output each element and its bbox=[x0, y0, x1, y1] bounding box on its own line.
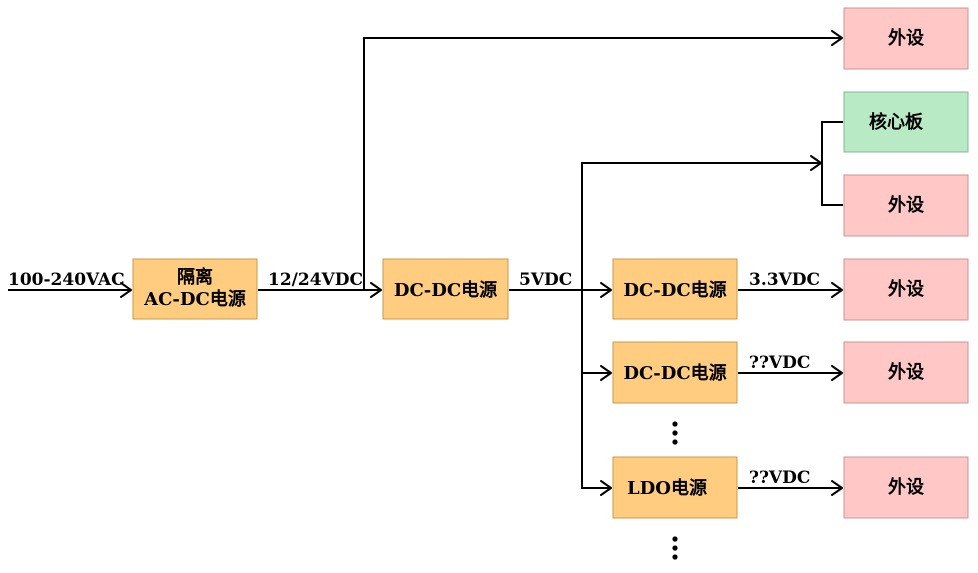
core-board-box: 核心板 bbox=[843, 91, 969, 153]
isolated-ac-dc-box: 隔离 AC-DC电源 bbox=[132, 258, 258, 320]
out-xx1-arrow bbox=[831, 365, 843, 381]
input-arrow bbox=[120, 282, 132, 298]
ldo-box: LDO电源 bbox=[612, 456, 738, 519]
out-xx2-arrow bbox=[831, 480, 843, 496]
dcdc-main-label: DC-DC电源 bbox=[394, 279, 497, 301]
out-xx2-label: ??VDC bbox=[749, 468, 810, 488]
peripheral-label-2: 外设 bbox=[888, 194, 924, 216]
bus-12-24-arrow bbox=[370, 282, 382, 298]
peripheral-box-2: 外设 bbox=[843, 174, 969, 237]
out-3v3-arrow bbox=[831, 282, 843, 298]
dcdc-3v3-box: DC-DC电源 bbox=[612, 258, 738, 320]
branch-5v-dcdc-xx-arrow bbox=[600, 365, 612, 381]
peripheral-box-5: 外设 bbox=[843, 456, 969, 519]
dcdc-xx-label: DC-DC电源 bbox=[623, 362, 726, 384]
branch-5v-ldo-arrow bbox=[600, 480, 612, 496]
peripheral-label-3: 外设 bbox=[888, 278, 924, 300]
peripheral-label-4: 外设 bbox=[888, 361, 924, 383]
out-3v3-label: 3.3VDC bbox=[749, 270, 820, 290]
peripheral-box-3: 外设 bbox=[843, 258, 969, 321]
ldo-label: LDO电源 bbox=[627, 477, 707, 499]
isolated-psu-line1: 隔离 bbox=[177, 266, 213, 288]
bus-5v-label: 5VDC bbox=[519, 270, 572, 290]
ellipsis-dots-middle bbox=[672, 421, 678, 445]
input-voltage-label: 100-240VAC bbox=[8, 270, 125, 290]
branch-12-24-arrow bbox=[831, 30, 843, 46]
peripheral-box-4: 外设 bbox=[843, 341, 969, 404]
dcdc-3v3-label: DC-DC电源 bbox=[623, 279, 726, 301]
ellipsis-dots-bottom bbox=[672, 536, 678, 560]
core-board-label: 核心板 bbox=[869, 111, 924, 133]
peripheral-label-5: 外设 bbox=[888, 476, 924, 498]
dcdc-xx-box: DC-DC电源 bbox=[612, 341, 738, 404]
peripheral-box-1: 外设 bbox=[843, 7, 969, 70]
bus-12-24-label: 12/24VDC bbox=[268, 270, 363, 290]
bus-5v-arrow bbox=[600, 282, 612, 298]
dcdc-main-box: DC-DC电源 bbox=[382, 258, 509, 320]
peripheral-label-1: 外设 bbox=[888, 27, 924, 49]
isolated-psu-line2: AC-DC电源 bbox=[143, 288, 246, 310]
out-xx1-label: ??VDC bbox=[749, 353, 810, 373]
